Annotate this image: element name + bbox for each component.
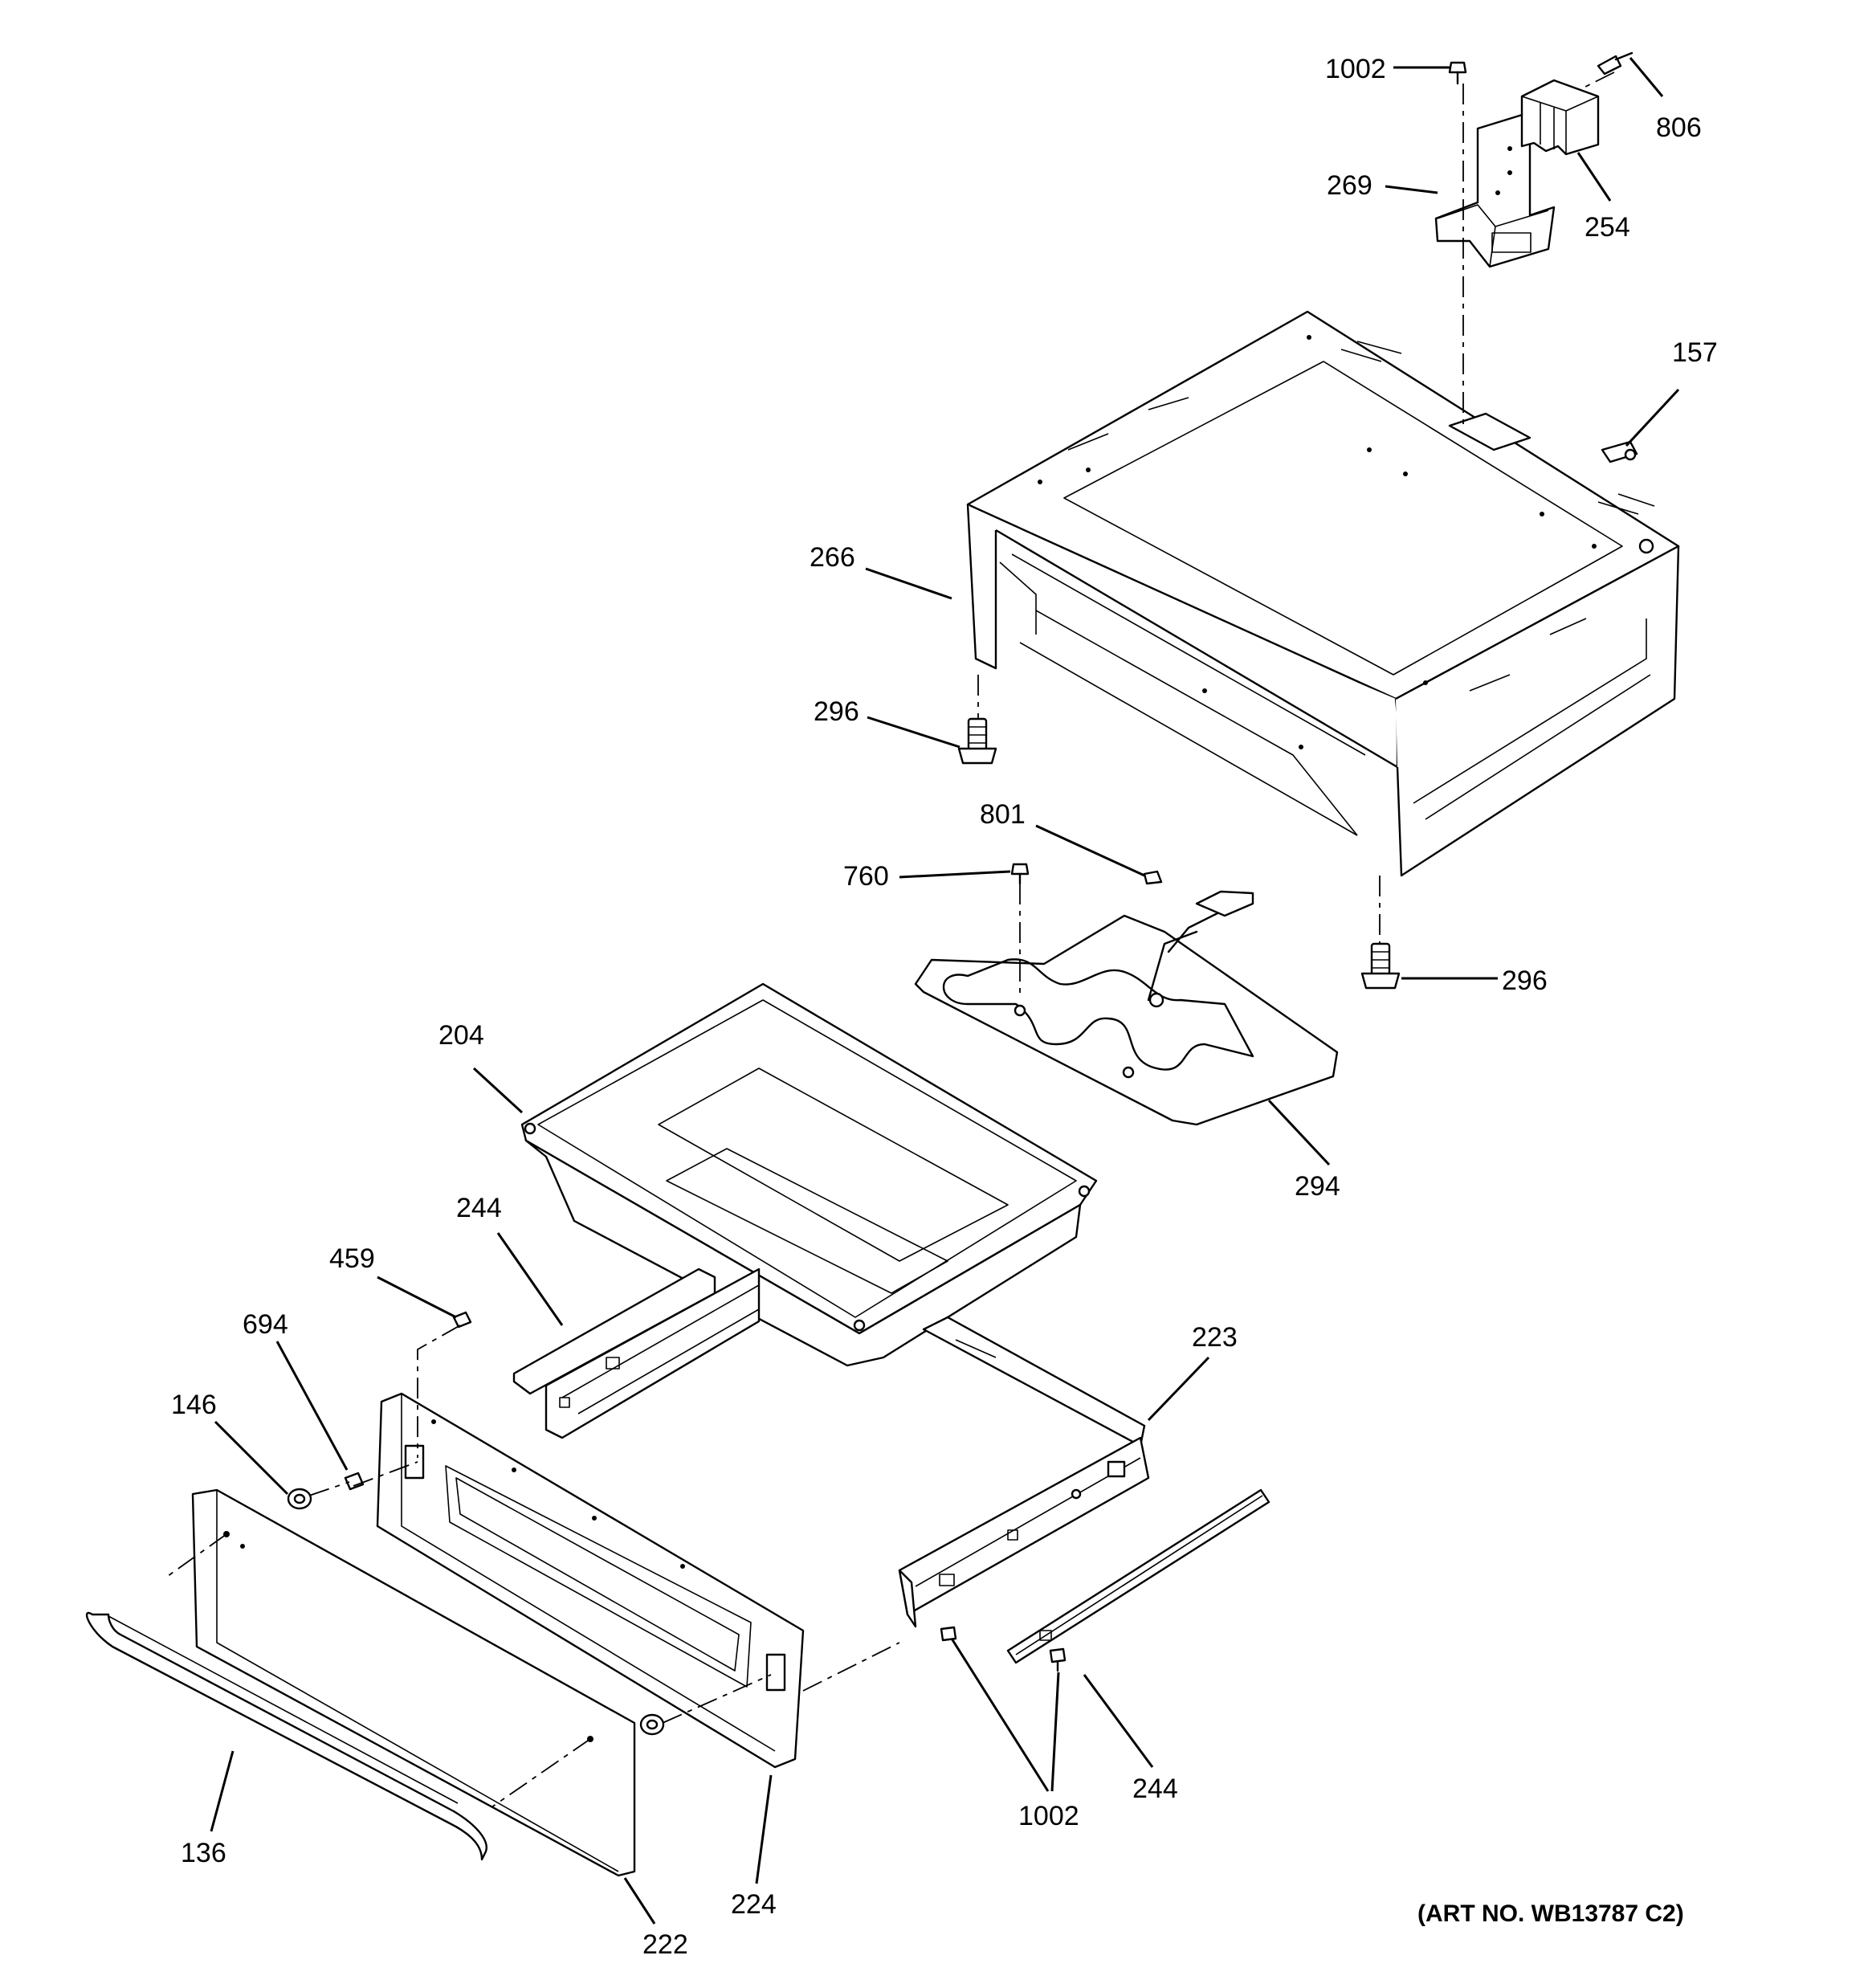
screw-694: [344, 1472, 365, 1491]
clip-157: [1601, 440, 1638, 463]
drawer-pan-204: [520, 982, 1098, 1367]
bracket-269: [1434, 111, 1556, 268]
grommet-146: [287, 1488, 312, 1510]
screw-1002-bottom-a: [940, 1626, 957, 1642]
leveling-leg-296-right: [1360, 942, 1401, 990]
drawer-frame-223: [898, 1316, 1150, 1628]
drawer-handle-136: [85, 1611, 487, 1861]
label-459: 459: [329, 1243, 375, 1274]
leveling-leg-296-left: [957, 717, 997, 765]
screw-801: [1143, 870, 1163, 885]
label-1002-top: 1002: [1325, 54, 1386, 84]
label-146: 146: [171, 1390, 217, 1420]
label-157: 157: [1672, 337, 1718, 368]
screw-806: [1597, 51, 1633, 76]
outer-case-266: [966, 310, 1680, 877]
label-254: 254: [1585, 212, 1630, 243]
label-204: 204: [438, 1020, 484, 1051]
screw-1002-top: [1448, 61, 1467, 85]
slide-rail-244-right: [1006, 1488, 1270, 1664]
slide-rail-244-left: [512, 1268, 761, 1439]
label-266: 266: [810, 542, 855, 573]
label-224: 224: [731, 1889, 777, 1920]
label-694: 694: [243, 1309, 288, 1340]
label-294: 294: [1295, 1171, 1340, 1202]
label-296-right: 296: [1502, 965, 1548, 996]
label-223: 223: [1192, 1322, 1238, 1353]
label-760: 760: [843, 861, 889, 892]
part-labels: 1002 806 269 254 157 266 296 801 760 296…: [171, 54, 1718, 1960]
grommet-146-right: [639, 1713, 665, 1736]
assembly-lines: [164, 71, 1615, 1808]
label-269: 269: [1327, 170, 1372, 201]
label-1002-bottom: 1002: [1018, 1801, 1079, 1831]
label-801: 801: [980, 799, 1026, 830]
label-296-left: 296: [814, 696, 859, 727]
inner-panel-224: [376, 1392, 805, 1769]
leader-lines: [210, 57, 1680, 1925]
art-number: (ART NO. WB13787 C2): [1417, 1900, 1684, 1927]
label-222: 222: [642, 1929, 688, 1960]
label-244-top: 244: [456, 1193, 502, 1223]
screw-760: [1010, 863, 1030, 885]
screw-459: [452, 1311, 472, 1329]
screw-1002-bottom-b: [1049, 1647, 1067, 1672]
label-244-bottom: 244: [1132, 1774, 1178, 1804]
label-806: 806: [1656, 112, 1702, 143]
bake-element-294: [914, 890, 1339, 1126]
terminal-block-254: [1520, 79, 1600, 156]
label-136: 136: [181, 1838, 226, 1868]
